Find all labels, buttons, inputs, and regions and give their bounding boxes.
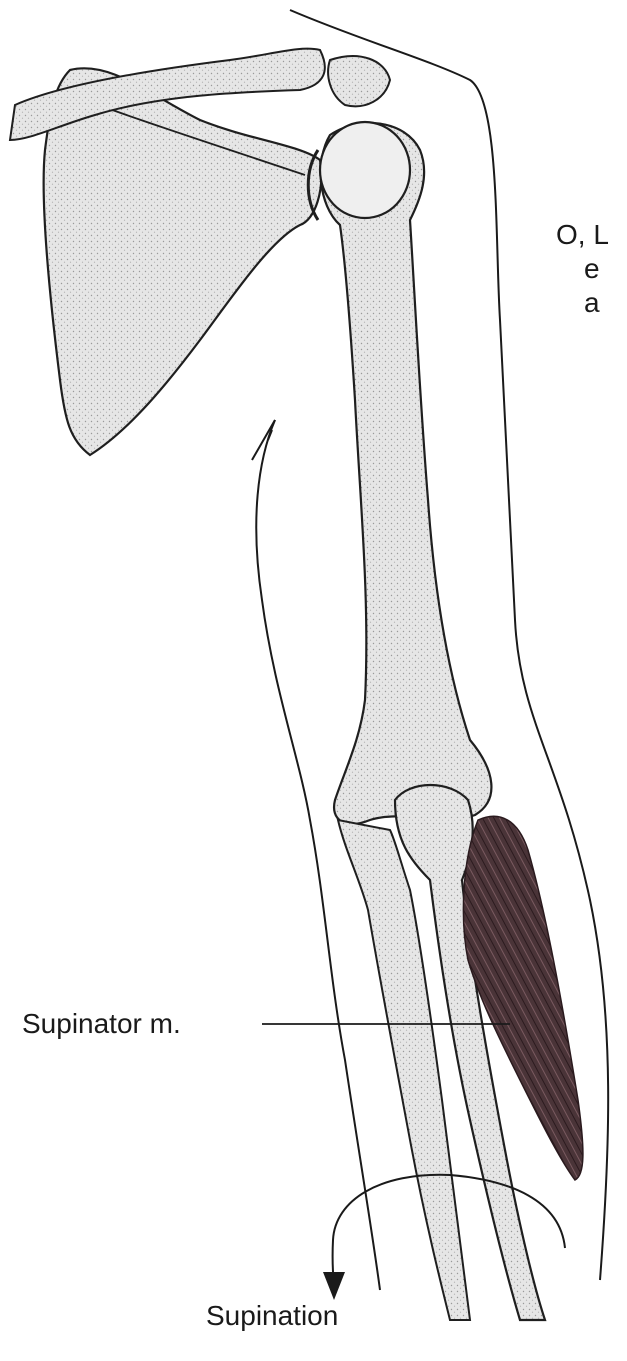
supination-label: Supination (206, 1300, 338, 1332)
scapula (44, 68, 322, 455)
origin-text-line-2: e (556, 252, 609, 286)
arrowhead-icon (323, 1272, 345, 1300)
origin-insertion-text-fragment: O, L e a (556, 218, 609, 320)
origin-text-line-1: O, L (556, 218, 609, 252)
supinator-label: Supinator m. (22, 1008, 181, 1040)
origin-text-line-3: a (556, 286, 609, 320)
humerus (308, 122, 491, 824)
